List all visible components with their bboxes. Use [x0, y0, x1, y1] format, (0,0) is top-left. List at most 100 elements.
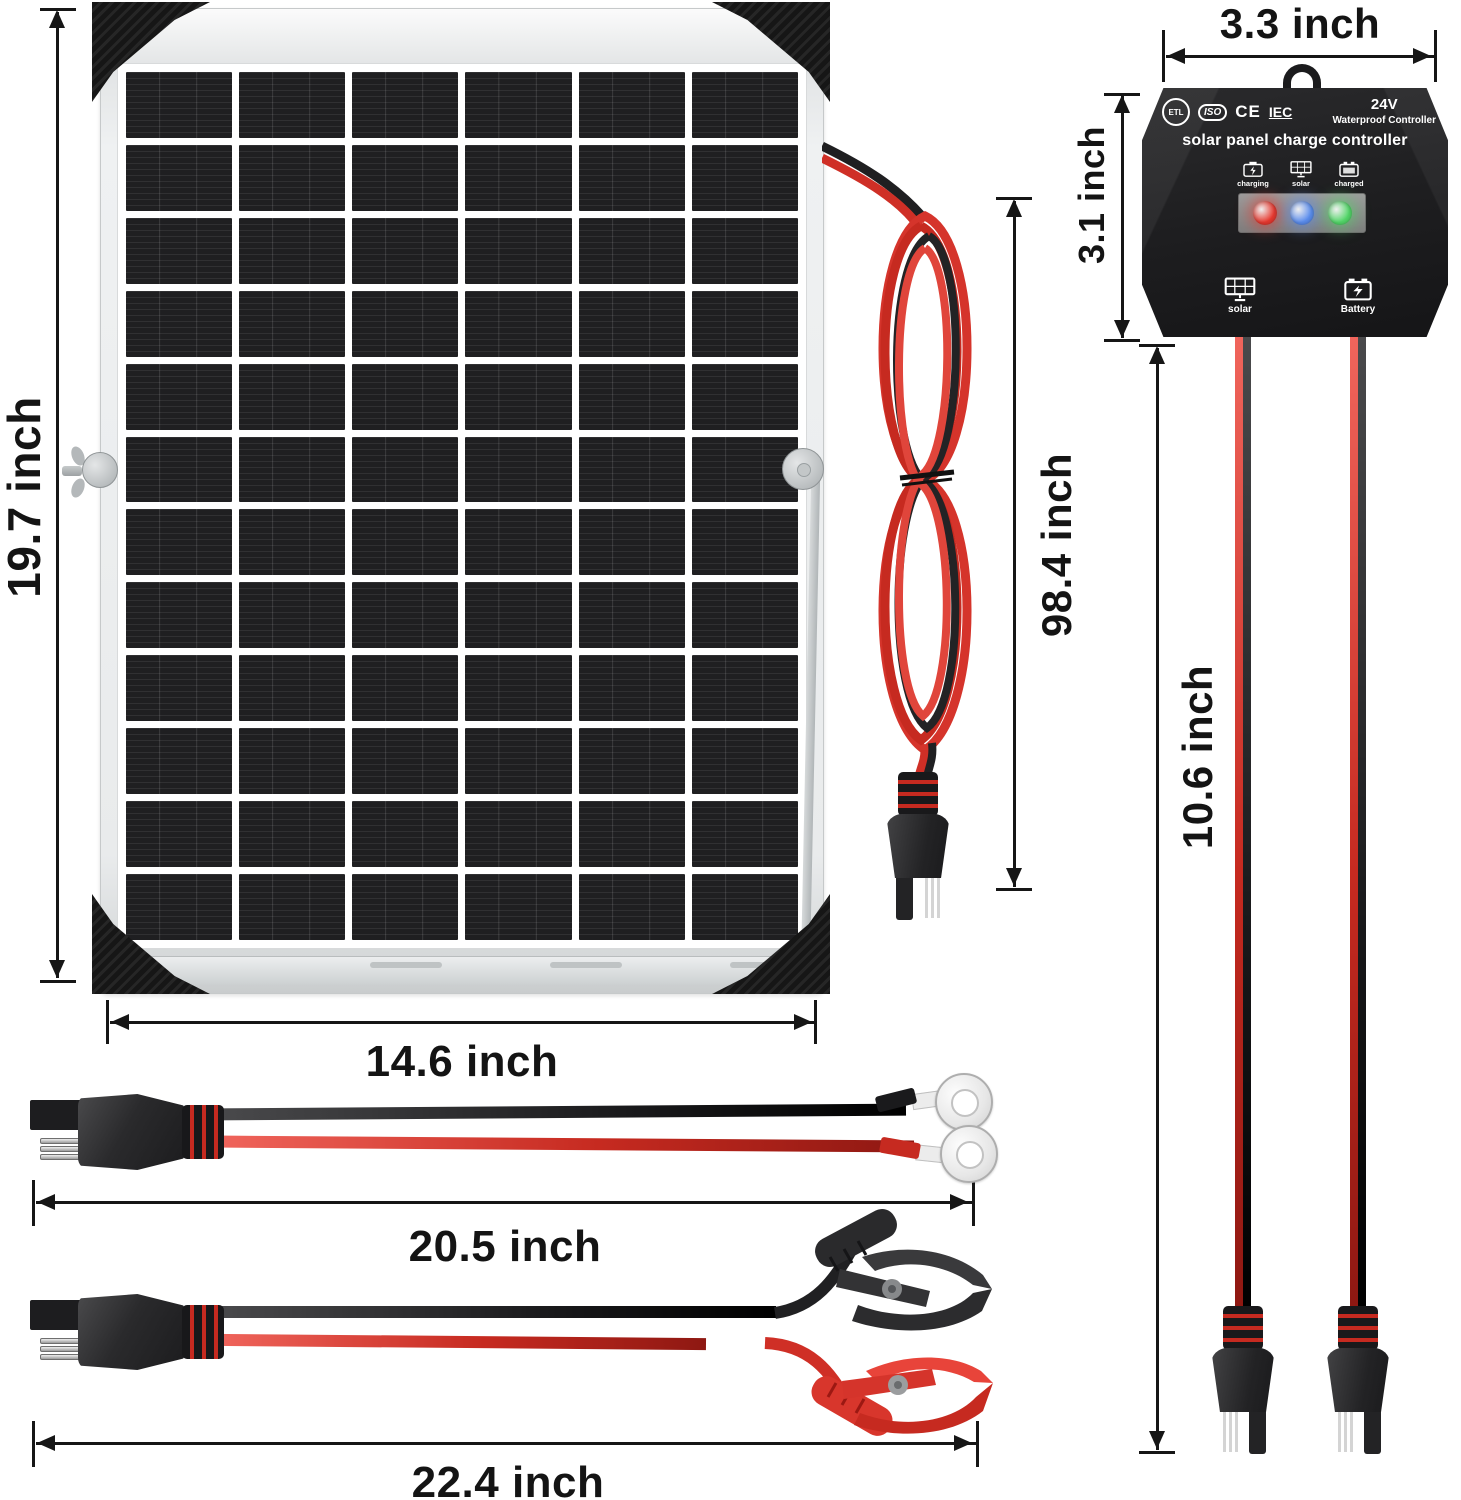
- battery-icon: [1344, 278, 1372, 301]
- battery-charging-icon: [1243, 161, 1263, 177]
- clip-cable-red-wire: [213, 1333, 707, 1351]
- dimension-label: 20.5 inch: [408, 1222, 602, 1271]
- ring-terminal: [935, 1073, 993, 1131]
- arrow-right-icon: [954, 1435, 972, 1451]
- port-label: solar: [1228, 304, 1252, 315]
- controller-hang-loop: [1283, 64, 1321, 98]
- arrow-left-icon: [37, 1194, 55, 1210]
- controller-wire-black: [1243, 335, 1251, 1311]
- solar-cell: [126, 728, 233, 795]
- iec-mark-icon: IEC: [1268, 104, 1293, 120]
- arrow-up-icon: [49, 10, 65, 28]
- solar-cell: [465, 655, 572, 722]
- solar-cell: [352, 728, 459, 795]
- solar-cell: [239, 655, 346, 722]
- solar-cell: [691, 363, 798, 430]
- solar-cell: [352, 144, 459, 211]
- solar-cell: [465, 363, 572, 430]
- solar-cell: [352, 655, 459, 722]
- solar-cell: [465, 217, 572, 284]
- solar-cell: [578, 72, 685, 138]
- solar-cell: [126, 874, 233, 940]
- bracket-bolt: [62, 466, 82, 476]
- dimension-label: 19.7 inch: [0, 396, 50, 598]
- solar-cell: [126, 72, 233, 138]
- solar-cell: [239, 728, 346, 795]
- solar-cell: [578, 801, 685, 868]
- charged-indicator: charged: [1328, 160, 1370, 188]
- waterproof-label: Waterproof Controller: [1332, 114, 1436, 126]
- solar-cell: [465, 801, 572, 868]
- solar-cell: [465, 290, 572, 357]
- ring-cable-black-wire: [213, 1103, 907, 1121]
- dimension-label: 3.1 inch: [1071, 125, 1112, 265]
- solar-cell: [465, 436, 572, 503]
- solar-cell: [239, 72, 346, 138]
- arrow-right-icon: [1413, 48, 1431, 64]
- alligator-clips: [764, 1209, 993, 1436]
- iso-mark-icon: ISO: [1198, 103, 1228, 121]
- solar-cell: [465, 144, 572, 211]
- solar-panel: [100, 8, 824, 994]
- charging-led: [1252, 201, 1277, 225]
- solar-cell: [578, 436, 685, 503]
- arrow-right-icon: [950, 1194, 968, 1210]
- solar-cell: [465, 582, 572, 649]
- solar-cell: [352, 582, 459, 649]
- solar-cell: [352, 290, 459, 357]
- battery-port: Battery: [1326, 276, 1390, 315]
- solar-cell: [691, 217, 798, 284]
- dimension-label: 3.3 inch: [1219, 0, 1381, 47]
- sae-connector: [886, 772, 950, 922]
- rail-notch: [550, 962, 622, 968]
- arrow-right-icon: [794, 1014, 812, 1030]
- solar-cell: [465, 72, 572, 138]
- ring-terminal: [940, 1125, 998, 1183]
- solar-cell: [465, 728, 572, 795]
- solar-panel-face: [117, 63, 807, 949]
- arrow-up-icon: [1006, 199, 1022, 217]
- led-label: solar: [1292, 179, 1310, 188]
- voltage-label: 24V: [1370, 96, 1398, 113]
- solar-cell: [465, 874, 572, 940]
- solar-cell: [465, 509, 572, 576]
- solar-cell: [239, 217, 346, 284]
- clip-cable-black-wire: [214, 1306, 776, 1318]
- solar-cell: [578, 290, 685, 357]
- panel-cable-coil: [822, 141, 972, 783]
- solar-cell: [578, 363, 685, 430]
- solar-cell: [691, 290, 798, 357]
- controller-wire-black: [1358, 335, 1366, 1311]
- led-label: charged: [1334, 179, 1364, 188]
- solar-cell: [352, 874, 459, 940]
- sae-connector: [16, 1094, 226, 1170]
- solar-cell-grid: [126, 72, 798, 940]
- arrow-down-icon: [49, 960, 65, 978]
- sae-connector: [16, 1294, 226, 1370]
- dimension-label: 98.4 inch: [1033, 452, 1080, 638]
- solar-cell: [578, 217, 685, 284]
- solar-cell: [239, 144, 346, 211]
- solar-cell: [239, 290, 346, 357]
- charged-led: [1327, 201, 1352, 225]
- solar-cell: [126, 582, 233, 649]
- solar-cell: [578, 582, 685, 649]
- dimension-label: 14.6 inch: [365, 1037, 559, 1086]
- controller-wire-red: [1350, 335, 1358, 1311]
- cable-strain-relief: [898, 772, 938, 816]
- solar-cell: [239, 509, 346, 576]
- led-status-icons: charging solar charged: [1232, 160, 1370, 188]
- bracket-knob-right: [782, 448, 824, 490]
- arrow-down-icon: [1114, 320, 1130, 338]
- solar-cell: [352, 72, 459, 138]
- cable-strain-relief: [1223, 1306, 1263, 1350]
- solar-cell: [691, 582, 798, 649]
- solar-cell: [352, 217, 459, 284]
- solar-cell: [352, 436, 459, 503]
- solar-cell: [126, 217, 233, 284]
- arrow-up-icon: [1114, 95, 1130, 113]
- solar-cell: [239, 363, 346, 430]
- arrow-down-icon: [1149, 1431, 1165, 1449]
- charging-indicator: charging: [1232, 160, 1274, 188]
- solar-cell: [126, 655, 233, 722]
